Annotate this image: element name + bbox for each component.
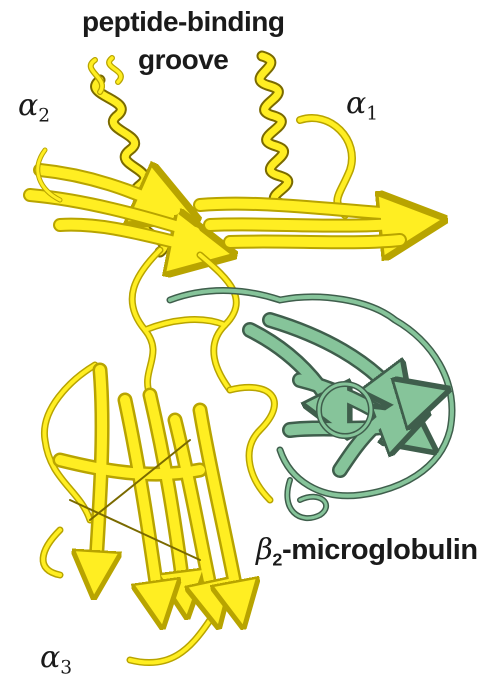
alpha1-helix xyxy=(260,56,352,215)
peptide-binding-groove-label: peptide-binding xyxy=(82,6,284,38)
alpha3-domain xyxy=(43,365,274,663)
beta-symbol: β xyxy=(256,532,272,566)
alpha1-label: α1 xyxy=(346,86,378,125)
alpha3-symbol: α xyxy=(40,640,60,675)
alpha2-subscript: 2 xyxy=(38,106,50,127)
alpha2-label: α2 xyxy=(18,88,50,127)
beta-sheet-floor xyxy=(30,150,420,250)
alpha1-symbol: α xyxy=(346,86,366,121)
alpha2-symbol: α xyxy=(18,88,38,123)
beta-subscript: 2 xyxy=(272,549,282,569)
beta2-microglobulin-label: β2-microglobulin xyxy=(256,532,478,570)
microglobulin-text: -microglobulin xyxy=(282,534,478,566)
alpha3-subscript: 3 xyxy=(60,658,72,679)
heavy-chain-loops xyxy=(132,250,236,395)
alpha1-subscript: 1 xyxy=(366,104,378,125)
alpha3-label: α3 xyxy=(40,640,72,679)
groove-label: groove xyxy=(138,44,228,76)
